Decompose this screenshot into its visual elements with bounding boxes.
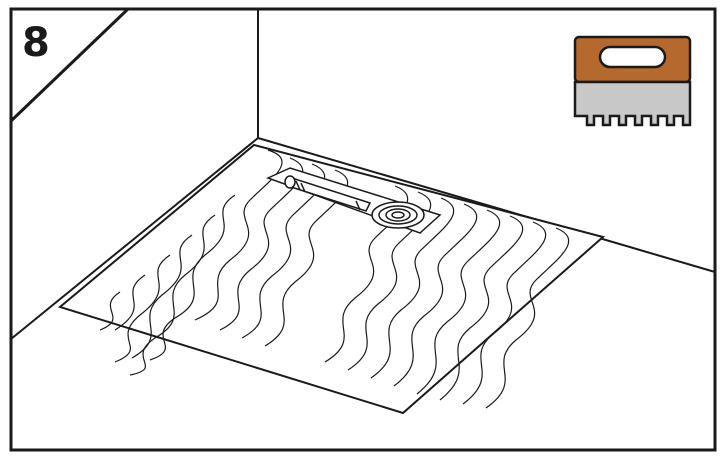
adhesive-area: [57, 143, 606, 415]
ridge-line: [485, 227, 570, 409]
ridge-line: [114, 274, 146, 331]
ridge-line: [416, 209, 501, 395]
notched-trowel-icon: [573, 35, 692, 127]
drain-pipe: [284, 175, 372, 212]
step-corner-divider: [9, 7, 130, 123]
trowel-blade: [573, 80, 692, 127]
ridge-line: [129, 214, 216, 376]
ridge-line: [439, 215, 524, 401]
ridge-line: [462, 221, 547, 405]
ridge-line: [114, 254, 171, 363]
trowel-handle-grip: [598, 45, 667, 69]
ridge-line: [99, 291, 121, 331]
step-number: 8: [22, 20, 50, 66]
drain-hole: [391, 211, 405, 219]
panel-border: [9, 7, 717, 452]
ridge-line: [393, 203, 478, 387]
room-walls: [10, 9, 716, 340]
ridge-line: [131, 234, 193, 359]
ridge-line: [149, 194, 236, 361]
floor-back-right-edge: [257, 137, 716, 273]
pipe-ring: [300, 182, 306, 193]
pipe-ring: [355, 200, 361, 211]
ridge-line: [370, 197, 455, 379]
drain-outlet: [371, 201, 425, 229]
pipe-ring: [295, 180, 301, 191]
floor-back-left-edge: [10, 137, 259, 340]
pipe-end: [284, 175, 296, 189]
